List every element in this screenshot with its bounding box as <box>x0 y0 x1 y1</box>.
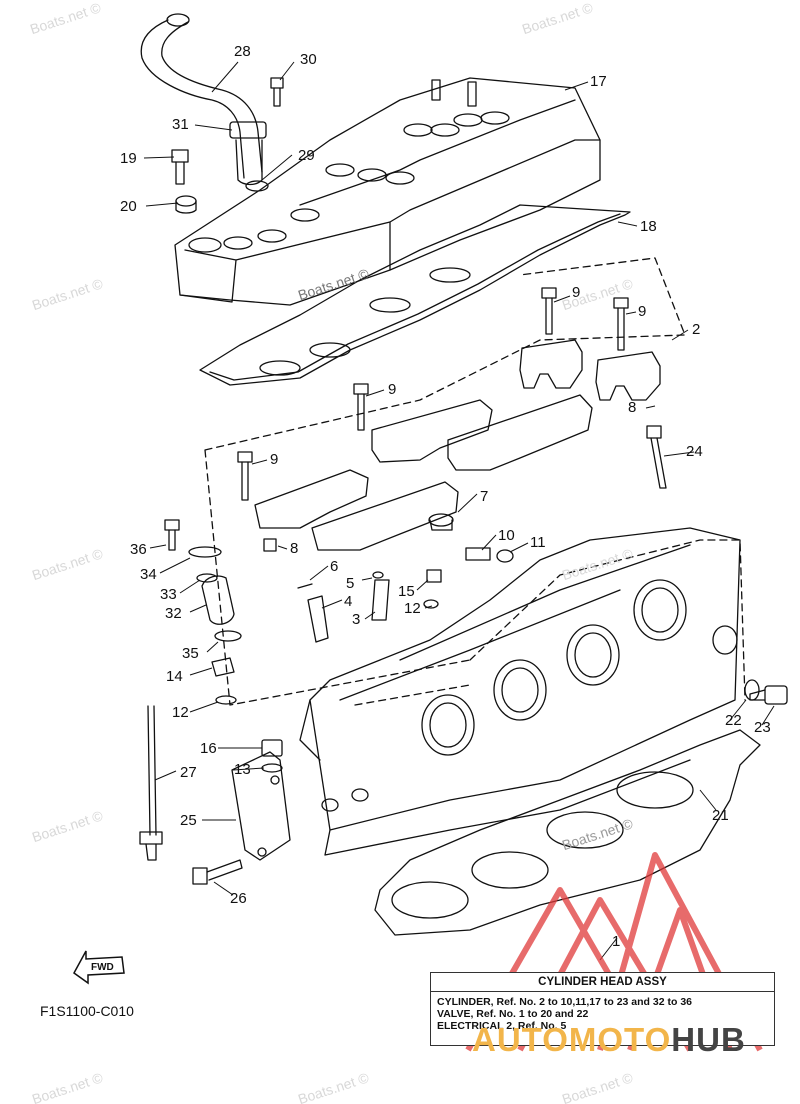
callout-8-a: 8 <box>628 399 637 416</box>
callout-25: 25 <box>180 812 197 829</box>
callout-12-b: 12 <box>172 704 189 721</box>
assembly-legend: CYLINDER HEAD ASSY CYLINDER, Ref. No. 2 … <box>430 972 775 1046</box>
callout-12-a: 12 <box>404 600 421 617</box>
callout-15: 15 <box>398 583 415 600</box>
diagram-code: F1S1100-C010 <box>40 1003 134 1019</box>
leader-lines <box>143 61 775 961</box>
legend-line: VALVE, Ref. No. 1 to 20 and 22 <box>437 1008 589 1020</box>
plug-16 <box>261 739 283 773</box>
head-gasket <box>374 729 761 936</box>
small-valve-parts <box>263 513 514 643</box>
callout-2: 2 <box>692 321 701 338</box>
callout-19: 19 <box>120 150 137 167</box>
callout-28: 28 <box>234 43 251 60</box>
bolts-9 <box>237 287 629 501</box>
callout-9-a: 9 <box>572 284 581 301</box>
brand-wordmark: AUTOMOTOHUB <box>472 1023 746 1056</box>
bolt-30 <box>270 77 284 107</box>
bolt-26 <box>192 859 243 885</box>
legend-line: ELECTRICAL 2, Ref. No. 5 <box>437 1020 567 1032</box>
spark-plug-parts <box>164 519 242 705</box>
bracket-25 <box>231 751 291 861</box>
fwd-label: FWD <box>91 962 114 973</box>
cylinder-head-cover <box>174 77 601 306</box>
callout-6: 6 <box>330 558 339 575</box>
callout-33: 33 <box>160 586 177 603</box>
callout-17: 17 <box>590 73 607 90</box>
legend-line: CYLINDER, Ref. No. 2 to 10,11,17 to 23 a… <box>437 996 692 1008</box>
cylinder-head <box>299 527 741 856</box>
callout-35: 35 <box>182 645 199 662</box>
callout-26: 26 <box>230 890 247 907</box>
callout-36: 36 <box>130 541 147 558</box>
callout-8-b: 8 <box>290 540 299 557</box>
callout-7: 7 <box>480 488 489 505</box>
callout-9-b: 9 <box>638 303 647 320</box>
callout-5: 5 <box>346 575 355 592</box>
callout-9-d: 9 <box>270 451 279 468</box>
fwd-arrow-icon: FWD <box>73 950 125 985</box>
callout-27: 27 <box>180 764 197 781</box>
callout-16: 16 <box>200 740 217 757</box>
bolt-23 <box>749 685 788 705</box>
callout-30: 30 <box>300 51 317 68</box>
cam-cap-rail-1 <box>254 394 593 551</box>
callout-31: 31 <box>172 116 189 133</box>
callout-29: 29 <box>298 147 315 164</box>
cable-tie-27 <box>139 705 163 861</box>
callout-24: 24 <box>686 443 703 460</box>
callout-3: 3 <box>352 611 361 628</box>
callout-11: 11 <box>530 534 546 551</box>
washer-22 <box>744 679 760 701</box>
grommet-20 <box>175 195 197 214</box>
callout-1: 1 <box>612 933 621 950</box>
callout-32: 32 <box>165 605 182 622</box>
breather-hose <box>140 13 267 186</box>
brand-part-a: AUTOMOTO <box>472 1021 672 1058</box>
callout-4: 4 <box>344 593 353 610</box>
bolt-19 <box>171 149 189 185</box>
cam-caps-small <box>519 339 661 401</box>
callout-10: 10 <box>498 527 515 544</box>
callout-22: 22 <box>725 712 742 729</box>
o-ring-29 <box>245 180 269 192</box>
callout-23: 23 <box>754 719 771 736</box>
bolt-24 <box>646 425 667 489</box>
callout-9-c: 9 <box>388 381 397 398</box>
callout-34: 34 <box>140 566 157 583</box>
head-cover-gasket <box>199 204 631 386</box>
callout-20: 20 <box>120 198 137 215</box>
callout-18: 18 <box>640 218 657 235</box>
callout-14: 14 <box>166 668 183 685</box>
callout-13: 13 <box>234 761 251 778</box>
legend-title: CYLINDER HEAD ASSY <box>431 973 774 992</box>
callout-21: 21 <box>712 807 729 824</box>
brand-part-b: HUB <box>671 1021 746 1058</box>
